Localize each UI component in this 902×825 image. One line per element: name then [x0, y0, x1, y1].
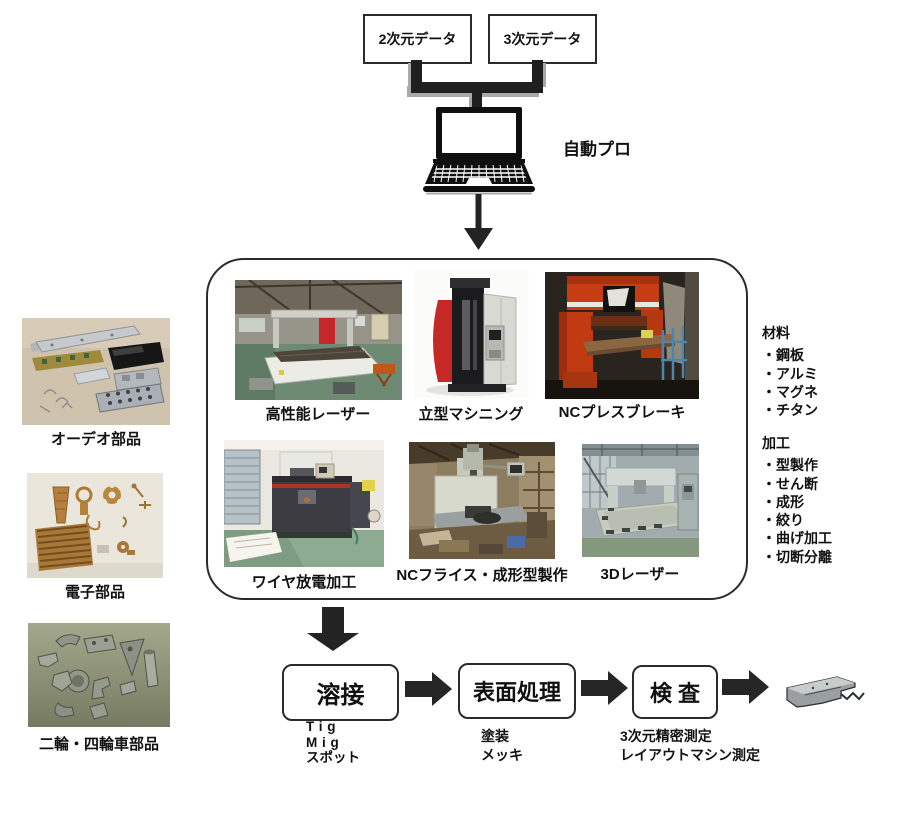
step-welding: 溶接 — [282, 664, 399, 721]
step-surface-treatment-label: 表面処理 — [472, 680, 561, 705]
materials-item: ・チタン — [762, 402, 818, 419]
step-inspection: 検 査 — [632, 665, 718, 719]
materials-list: 材料 ・鋼板 ・アルミ ・マグネ ・チタン — [762, 324, 818, 419]
connector-left — [411, 60, 422, 84]
surface-treatment-detail: メッキ — [481, 746, 523, 763]
arrow-down-icon — [464, 194, 493, 251]
surface-treatment-detail: 塗装 — [481, 728, 509, 744]
machine-caption: ワイヤ放電加工 — [251, 574, 357, 591]
machine-caption: NCフライス・成形型製作 — [396, 567, 568, 584]
surface-treatment-details: 塗装 メッキ — [481, 727, 523, 764]
machine-caption: 高性能レーザー — [265, 406, 371, 423]
inspection-details: 3次元精密測定 レイアウトマシン測定 — [620, 727, 760, 764]
materials-item: ・アルミ — [762, 365, 818, 382]
arrow-right-icon — [405, 672, 452, 706]
step-surface-treatment: 表面処理 — [458, 663, 576, 719]
connector-right — [532, 60, 543, 84]
photo-nc-press-brake — [545, 272, 699, 399]
connector-stem — [472, 91, 482, 109]
processing-item: ・切断分離 — [762, 548, 832, 565]
inspection-detail: 3次元精密測定 — [620, 728, 712, 744]
step-inspection-label: 検 査 — [649, 681, 701, 706]
welding-detail: Mig — [306, 734, 344, 750]
materials-title: 材料 — [762, 325, 790, 341]
data-box-2d-label: 2次元データ — [378, 31, 457, 47]
auto-programming-label: 自動プロ — [563, 140, 631, 159]
materials-item: ・鋼板 — [762, 347, 804, 364]
welding-detail: スポット — [306, 750, 360, 765]
photo-high-performance-laser — [235, 280, 402, 400]
processing-item: ・曲げ加工 — [762, 530, 832, 547]
photo-vehicle-parts — [28, 623, 170, 727]
arrow-down-icon — [307, 607, 359, 651]
photo-electronic-parts — [27, 473, 163, 578]
photo-3d-laser — [582, 444, 699, 557]
machines-panel: 高性能レーザー 立型マシニング NCプレスブレーキ ワイヤ放電加工 NCフライス… — [206, 258, 748, 600]
photo-nc-milling — [409, 442, 555, 559]
photo-vertical-machining — [414, 270, 529, 398]
processing-item: ・成形 — [762, 493, 804, 510]
machine-caption: 3Dレーザー — [600, 566, 680, 583]
processing-item: ・せん断 — [762, 475, 818, 492]
materials-item: ・マグネ — [762, 383, 818, 400]
inspection-detail: レイアウトマシン測定 — [620, 746, 760, 763]
arrow-right-icon — [581, 671, 628, 705]
processing-list: 加工 ・型製作 ・せん断 ・成形 ・絞り ・曲げ加工 ・切断分離 — [762, 434, 832, 566]
machine-caption: 立型マシニング — [418, 406, 524, 423]
processing-item: ・型製作 — [762, 457, 818, 474]
laptop-icon — [421, 105, 537, 195]
data-box-3d-label: 3次元データ — [503, 31, 582, 47]
processing-item: ・絞り — [762, 512, 804, 529]
photo-audio-parts — [22, 318, 170, 425]
arrow-right-icon — [722, 670, 769, 704]
welding-details: Tig Mig スポット — [306, 719, 360, 766]
connector-bar — [411, 82, 543, 93]
data-box-2d: 2次元データ — [363, 14, 472, 64]
product-caption: 二輪・四輪車部品 — [38, 736, 160, 753]
product-caption: オーデオ部品 — [50, 431, 142, 448]
product-caption: 電子部品 — [64, 584, 126, 601]
data-box-3d: 3次元データ — [488, 14, 597, 64]
step-welding-label: 溶接 — [316, 682, 365, 709]
processing-title: 加工 — [762, 435, 790, 451]
photo-wire-edm — [224, 440, 384, 567]
machine-caption: NCプレスブレーキ — [558, 404, 686, 421]
sheet-metal-part-icon — [783, 674, 868, 714]
welding-detail: Tig — [306, 719, 341, 734]
